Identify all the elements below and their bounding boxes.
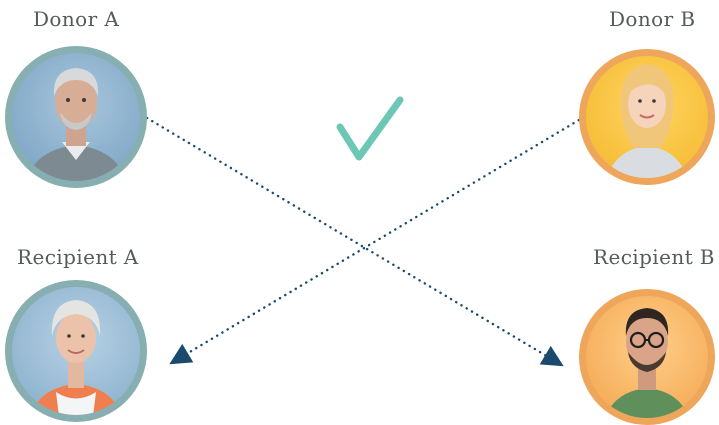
recipient-a-photo	[12, 287, 140, 415]
recipient-a-avatar	[5, 280, 147, 422]
recipient-b-label: Recipient B	[593, 245, 715, 269]
donor-a-label: Donor A	[33, 7, 120, 31]
recipient-a-label: Recipient A	[17, 245, 139, 269]
donor-a-photo	[12, 53, 140, 181]
donor-a-avatar	[5, 46, 147, 188]
donor-b-label: Donor B	[609, 7, 696, 31]
check-icon	[336, 96, 404, 161]
arrow-donor-a-to-recipient-b	[145, 116, 564, 367]
arrow-donor-b-to-recipient-a	[169, 115, 586, 365]
donor-b-photo	[586, 56, 708, 178]
recipient-b-photo	[586, 296, 708, 418]
recipient-b-avatar	[579, 289, 715, 425]
donor-b-avatar	[579, 49, 715, 185]
